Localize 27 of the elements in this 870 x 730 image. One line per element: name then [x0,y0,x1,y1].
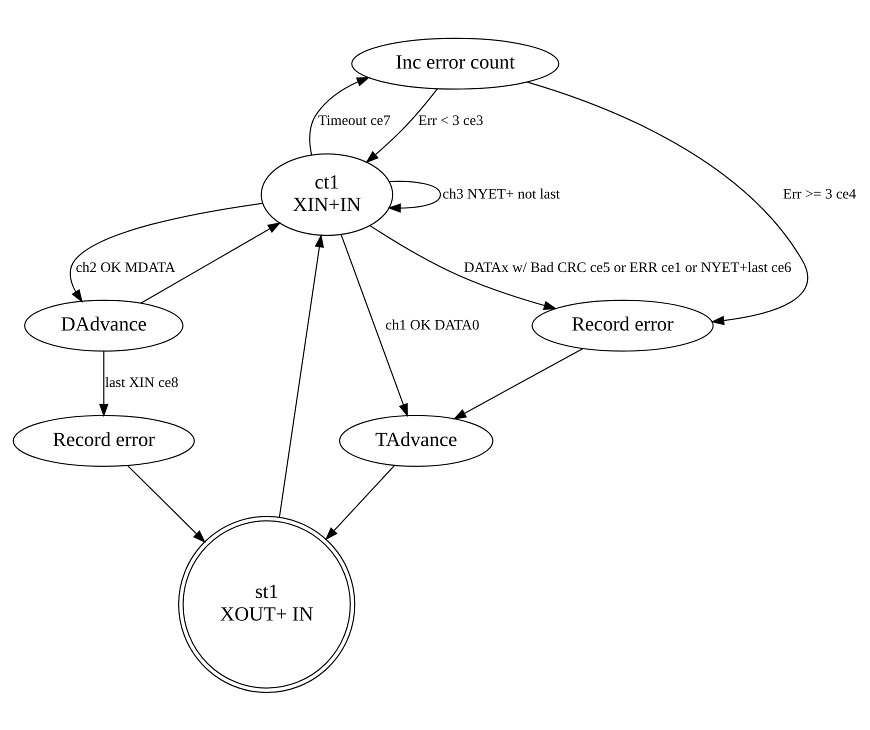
arrow [340,234,408,417]
arrow [140,222,282,304]
node-ellipse: Inc error count [351,37,560,90]
arrow [325,464,395,540]
arrow [526,81,808,325]
edge-label: DATAx w/ Bad CRC ce5 or ERR ce1 or NYET+last ce6 [464,259,792,276]
edge-label: ch3 NYET+ not last [442,186,560,202]
arrow [387,180,441,212]
arrow [365,88,438,163]
node-circle: st1 XOUT+ IN [178,515,356,693]
arrow [278,233,324,517]
arrow [309,76,370,154]
node-ellipse: TAdvance [339,414,494,466]
node-ellipse: Record error [12,414,195,466]
edge-label: Err < 3 ce3 [418,112,484,129]
arrow [370,224,558,310]
arrow [99,350,108,417]
edge-label: Err >= 3 ce4 [783,186,856,202]
edge-label: last XIN ce8 [105,374,178,391]
node-ellipse: ct1 XIN+IN [260,152,394,236]
node-ellipse: DAdvance [24,299,184,352]
edge-label: ch2 OK MDATA [76,259,176,276]
arrow [70,202,263,302]
arrow [453,348,584,420]
edge-label: Timeout ce7 [318,112,390,129]
edge-label: ch1 OK DATA0 [385,316,480,333]
arrow [127,464,206,543]
